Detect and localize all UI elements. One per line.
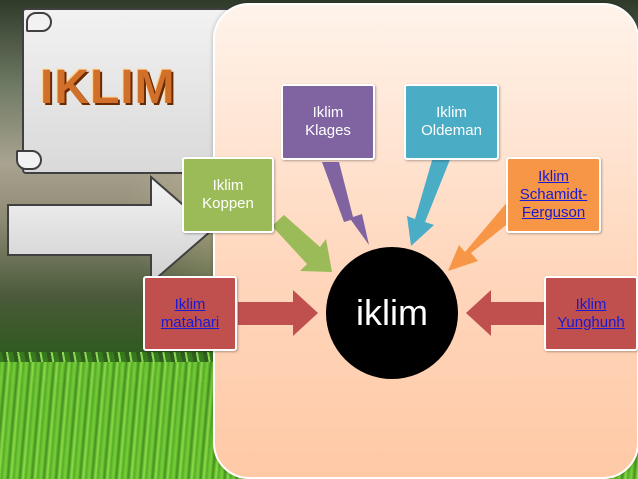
- arrow-yunghuhn: [466, 290, 546, 336]
- node-matahari-link[interactable]: Iklim matahari: [143, 276, 237, 351]
- arrow-oldeman: [407, 157, 451, 246]
- node-schmidt-ferguson-link[interactable]: Iklim Schamidt- Ferguson: [506, 157, 601, 233]
- diagram-panel: [213, 3, 638, 479]
- arrow-matahari: [238, 290, 318, 336]
- node-klages: Iklim Klages: [281, 84, 375, 160]
- scroll-curl-bottom: [16, 150, 42, 170]
- node-yunghuhn-link[interactable]: Iklim Yunghunh: [544, 276, 638, 351]
- node-koppen: Iklim Koppen: [182, 157, 274, 233]
- arrow-klages: [322, 162, 369, 245]
- hub-circle: iklim: [326, 247, 458, 379]
- scroll-curl-top: [26, 12, 52, 32]
- page-title: IKLIM: [40, 61, 176, 114]
- arrow-koppen: [272, 215, 332, 272]
- block-arrow-icon: [7, 175, 214, 285]
- node-oldeman: Iklim Oldeman: [404, 84, 499, 160]
- arrow-schmidt: [448, 200, 520, 271]
